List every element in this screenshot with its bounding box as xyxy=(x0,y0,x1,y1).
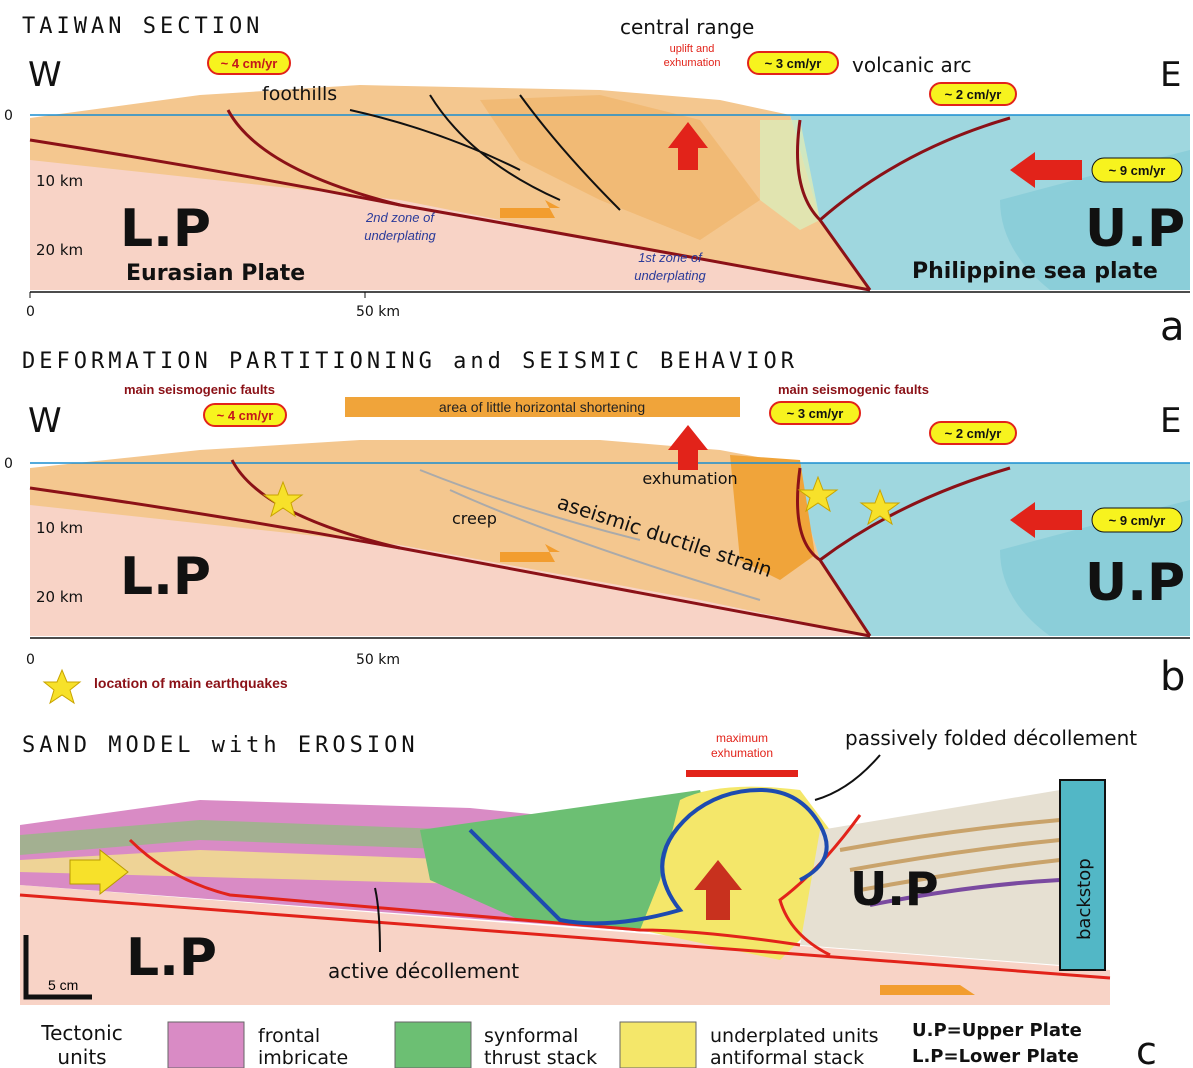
up-definition: U.P=Upper Plate xyxy=(912,1020,1082,1041)
foothills-label: foothills xyxy=(262,83,337,105)
legend: Tectonic units frontal imbricate synform… xyxy=(40,1020,1157,1068)
passive-decollement-label: passively folded décollement xyxy=(845,726,1137,750)
depth-0-a: 0 xyxy=(4,108,13,124)
svg-text:~ 4 cm/yr: ~ 4 cm/yr xyxy=(221,56,278,71)
panel-a: TAIWAN SECTION W E 0 10 km 20 km 0 50 km… xyxy=(4,14,1190,350)
little-shortening-bar: area of little horizontal shortening xyxy=(345,397,740,417)
scale-label: 5 cm xyxy=(48,977,78,993)
lp-label-b: L.P xyxy=(120,547,211,607)
panel-b-title: DEFORMATION PARTITIONING and SEISMIC BEH… xyxy=(22,349,798,374)
dist-50-a: 50 km xyxy=(356,304,400,320)
exhumation-label-b: exhumation xyxy=(642,469,737,488)
rate-badge-foothills-b: ~ 4 cm/yr xyxy=(204,404,286,426)
frontal-line2: imbricate xyxy=(258,1047,348,1068)
rate-badge-range-b: ~ 3 cm/yr xyxy=(770,402,860,424)
panel-a-title: TAIWAN SECTION xyxy=(22,14,263,39)
max-exhumation-line2: exhumation xyxy=(711,746,773,760)
panel-a-letter: a xyxy=(1160,304,1185,350)
philippine-plate-label: Philippine sea plate xyxy=(912,259,1158,284)
synformal-swatch xyxy=(395,1022,471,1068)
depth-20-b: 20 km xyxy=(36,588,83,606)
dist-0-b: 0 xyxy=(26,652,35,668)
svg-text:~ 9 cm/yr: ~ 9 cm/yr xyxy=(1109,513,1166,528)
rate-badge-arc-a: ~ 2 cm/yr xyxy=(930,83,1016,105)
rate-badge-range-a: ~ 3 cm/yr xyxy=(748,52,838,74)
depth-20-a: 20 km xyxy=(36,241,83,259)
east-label: E xyxy=(1160,55,1181,95)
panel-c-letter: c xyxy=(1136,1029,1157,1068)
lp-label-a: L.P xyxy=(120,199,211,259)
svg-text:~ 3 cm/yr: ~ 3 cm/yr xyxy=(787,406,844,421)
rate-badge-arc-b: ~ 2 cm/yr xyxy=(930,422,1016,444)
west-label-b: W xyxy=(28,401,62,441)
panel-c-title: SAND MODEL with EROSION xyxy=(22,733,419,758)
up-label-b: U.P xyxy=(1085,553,1185,613)
svg-text:area of little horizontal shor: area of little horizontal shortening xyxy=(439,399,645,415)
east-label-b: E xyxy=(1160,401,1181,441)
central-range-label: central range xyxy=(620,15,754,39)
eurasian-plate-label: Eurasian Plate xyxy=(126,261,305,286)
depth-10-b: 10 km xyxy=(36,519,83,537)
volcanic-arc-label: volcanic arc xyxy=(852,53,972,77)
up-label-c: U.P xyxy=(850,862,939,916)
dist-0-a: 0 xyxy=(26,304,35,320)
legend-title-line2: units xyxy=(57,1045,106,1068)
panel-c: SAND MODEL with EROSION backstop maximum… xyxy=(20,726,1137,1005)
svg-text:~ 2 cm/yr: ~ 2 cm/yr xyxy=(945,426,1002,441)
legend-quake-label: location of main earthquakes xyxy=(94,675,288,691)
active-decollement-label: active décollement xyxy=(328,959,519,983)
rate-badge-foothills-a: ~ 4 cm/yr xyxy=(208,52,290,74)
frontal-line1: frontal xyxy=(258,1025,320,1047)
underplating-2-line1: 2nd zone of xyxy=(365,210,435,225)
legend-title-line1: Tectonic xyxy=(40,1021,122,1045)
backstop-label: backstop xyxy=(1074,858,1095,940)
uplift-label-line2: exhumation xyxy=(664,57,721,69)
underplated-line2: antiformal stack xyxy=(710,1047,864,1068)
seismogenic-faults-right: main seismogenic faults xyxy=(778,382,929,397)
rate-badge-plate-b: ~ 9 cm/yr xyxy=(1092,508,1182,532)
rate-badge-plate-a: ~ 9 cm/yr xyxy=(1092,158,1182,182)
creep-label: creep xyxy=(452,509,497,528)
seismogenic-faults-left: main seismogenic faults xyxy=(124,382,275,397)
svg-text:~ 3 cm/yr: ~ 3 cm/yr xyxy=(765,56,822,71)
underplated-swatch xyxy=(620,1022,696,1068)
depth-0-b: 0 xyxy=(4,456,13,472)
svg-text:~ 9 cm/yr: ~ 9 cm/yr xyxy=(1109,163,1166,178)
up-label-a: U.P xyxy=(1085,199,1185,259)
underplating-1-line2: underplating xyxy=(634,268,706,283)
svg-text:~ 4 cm/yr: ~ 4 cm/yr xyxy=(217,408,274,423)
lp-definition: L.P=Lower Plate xyxy=(912,1046,1079,1067)
underplated-line1: underplated units xyxy=(710,1025,879,1047)
frontal-swatch xyxy=(168,1022,244,1068)
uplift-label-line1: uplift and xyxy=(670,43,715,55)
lp-label-c: L.P xyxy=(126,928,217,988)
underplating-1-line1: 1st zone of xyxy=(638,250,703,265)
dist-50-b: 50 km xyxy=(356,652,400,668)
svg-text:~ 2 cm/yr: ~ 2 cm/yr xyxy=(945,87,1002,102)
underplating-2-line2: underplating xyxy=(364,228,436,243)
synformal-line2: thrust stack xyxy=(484,1047,597,1068)
max-exhumation-line1: maximum xyxy=(716,731,768,745)
depth-10-a: 10 km xyxy=(36,172,83,190)
west-label: W xyxy=(28,55,62,95)
synformal-line1: synformal xyxy=(484,1025,578,1047)
panel-b-letter: b xyxy=(1160,654,1185,700)
legend-star-icon xyxy=(44,670,80,703)
panel-b: DEFORMATION PARTITIONING and SEISMIC BEH… xyxy=(4,349,1190,703)
